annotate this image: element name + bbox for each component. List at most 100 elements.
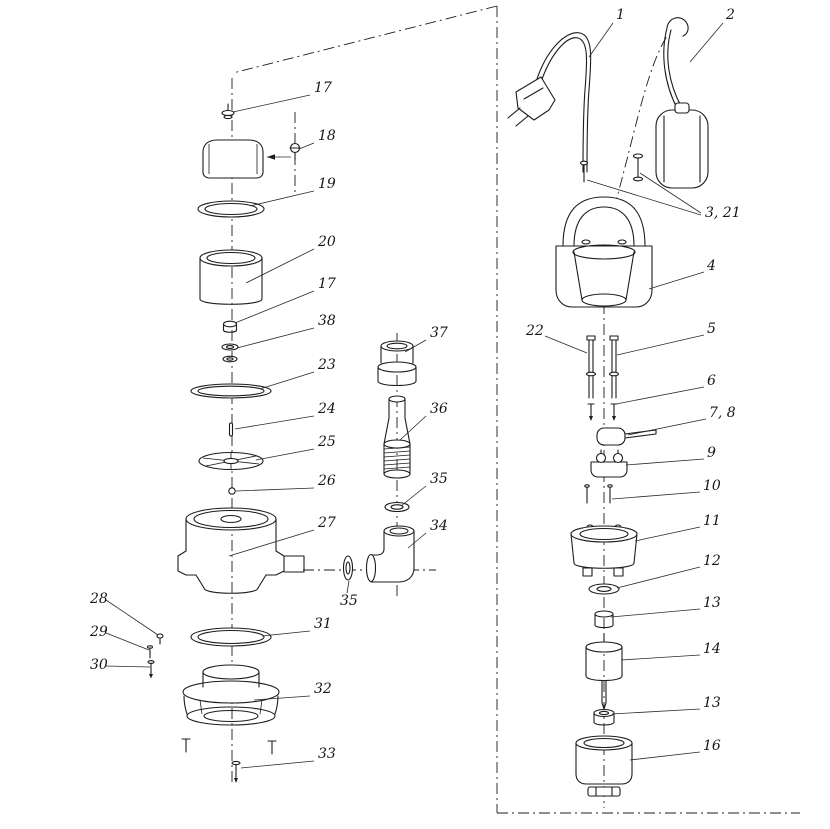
callout-33: 33 [240, 746, 336, 769]
part-5-22-bolts [585, 335, 620, 399]
callout-label: 3, 21 [705, 205, 741, 221]
callout-label: 26 [317, 473, 336, 489]
part-17-nut [222, 320, 238, 333]
callout-13-spacer: 13 [610, 595, 721, 618]
callout-27: 27 [228, 515, 336, 557]
callout-label: 9 [707, 445, 716, 461]
callout-14: 14 [620, 641, 721, 661]
part-20-cup [199, 249, 263, 305]
callout-label: 4 [706, 258, 716, 274]
callout-30: 30 [90, 657, 151, 673]
callout-35-side: 35 [340, 580, 358, 609]
callout-label: 19 [318, 176, 336, 192]
part-36-adapter [383, 395, 411, 479]
part-26-ball [228, 487, 236, 495]
callout-label: 32 [314, 681, 332, 697]
part-28-29-30-screws [146, 633, 164, 679]
callout-label: 18 [318, 128, 336, 144]
part-6-pins [587, 403, 618, 421]
callout-label: 35 [340, 593, 358, 609]
callout-26: 26 [235, 473, 336, 492]
callout-label: 14 [703, 641, 721, 657]
callout-label: 38 [318, 313, 336, 329]
callout-17-top: 17 [232, 80, 332, 113]
callout-label: 22 [525, 323, 544, 339]
part-38-washers [221, 343, 239, 363]
callout-20: 20 [245, 234, 336, 284]
part-10-pins [584, 484, 613, 504]
callout-12: 12 [616, 553, 721, 589]
part-17-screw-top [221, 103, 235, 120]
part-32-base [182, 664, 280, 726]
callouts: 17 18 19 20 17 38 23 24 25 26 27 28 29 3… [89, 7, 741, 769]
callout-label: 37 [430, 325, 448, 341]
callout-label: 25 [317, 434, 336, 450]
callout-label: 31 [314, 616, 332, 632]
callout-4: 4 [648, 258, 716, 290]
callout-5: 5 [616, 321, 716, 356]
part-37-hose-coupling [377, 340, 417, 387]
part-16-lower-housing [575, 735, 633, 797]
callout-23: 23 [259, 357, 336, 390]
callout-label: 17 [314, 80, 332, 96]
callout-label: 36 [430, 401, 448, 417]
callout-35-top: 35 [400, 471, 448, 507]
part-13-spacer [594, 610, 614, 629]
callout-31: 31 [261, 616, 332, 637]
callout-label: 2 [725, 7, 735, 23]
callout-label: 28 [89, 591, 108, 607]
part-35-washer-top [384, 501, 410, 513]
part-35-washer-side [342, 555, 354, 581]
callout-36: 36 [399, 401, 448, 441]
part-4-upper-housing [555, 196, 653, 308]
callout-29: 29 [89, 624, 150, 651]
part-7-8-block [596, 427, 657, 446]
part-24-pin [228, 422, 234, 437]
part-9-terminal-block [590, 449, 628, 478]
part-1-power-cord [507, 32, 592, 173]
part-3-21-screws [579, 153, 644, 183]
part-19-plate [197, 200, 265, 218]
callout-19: 19 [249, 176, 336, 207]
callout-22: 22 [525, 323, 588, 354]
callout-label: 7, 8 [709, 405, 736, 421]
callout-label: 13 [703, 695, 721, 711]
part-14-rotor [585, 633, 623, 710]
part-12-washer [588, 583, 620, 595]
callout-label: 5 [707, 321, 716, 337]
part-34-elbow [365, 525, 415, 583]
callout-label: 24 [317, 401, 336, 417]
part-31-ring [190, 627, 272, 647]
callout-9: 9 [625, 445, 716, 466]
part-11-stator [570, 524, 638, 577]
part-33-screws [181, 738, 277, 783]
callout-label: 6 [707, 373, 716, 389]
callout-34: 34 [407, 518, 448, 549]
callout-6: 6 [615, 373, 716, 405]
part-2-float-switch [655, 17, 709, 189]
callout-17-nut: 17 [234, 276, 336, 324]
callout-label: 33 [318, 746, 336, 762]
callout-label: 16 [703, 738, 721, 754]
callout-2: 2 [689, 7, 735, 63]
callout-24: 24 [234, 401, 336, 430]
part-13-bearing [593, 708, 615, 726]
part-top-cap [202, 139, 291, 179]
callout-label: 17 [318, 276, 336, 292]
callout-label: 35 [430, 471, 448, 487]
callout-label: 13 [703, 595, 721, 611]
part-23-seal-plate [190, 383, 272, 399]
callout-16: 16 [629, 738, 721, 761]
callout-25: 25 [255, 434, 336, 461]
callout-label: 20 [317, 234, 336, 250]
part-27-pump-housing [177, 507, 305, 594]
callout-18: 18 [298, 128, 336, 150]
callout-10: 10 [611, 478, 721, 500]
part-25-impeller [198, 451, 264, 471]
callout-label: 34 [430, 518, 448, 534]
callout-28: 28 [89, 591, 159, 636]
callout-label: 29 [89, 624, 108, 640]
callout-label: 1 [616, 7, 625, 23]
callout-label: 23 [317, 357, 336, 373]
